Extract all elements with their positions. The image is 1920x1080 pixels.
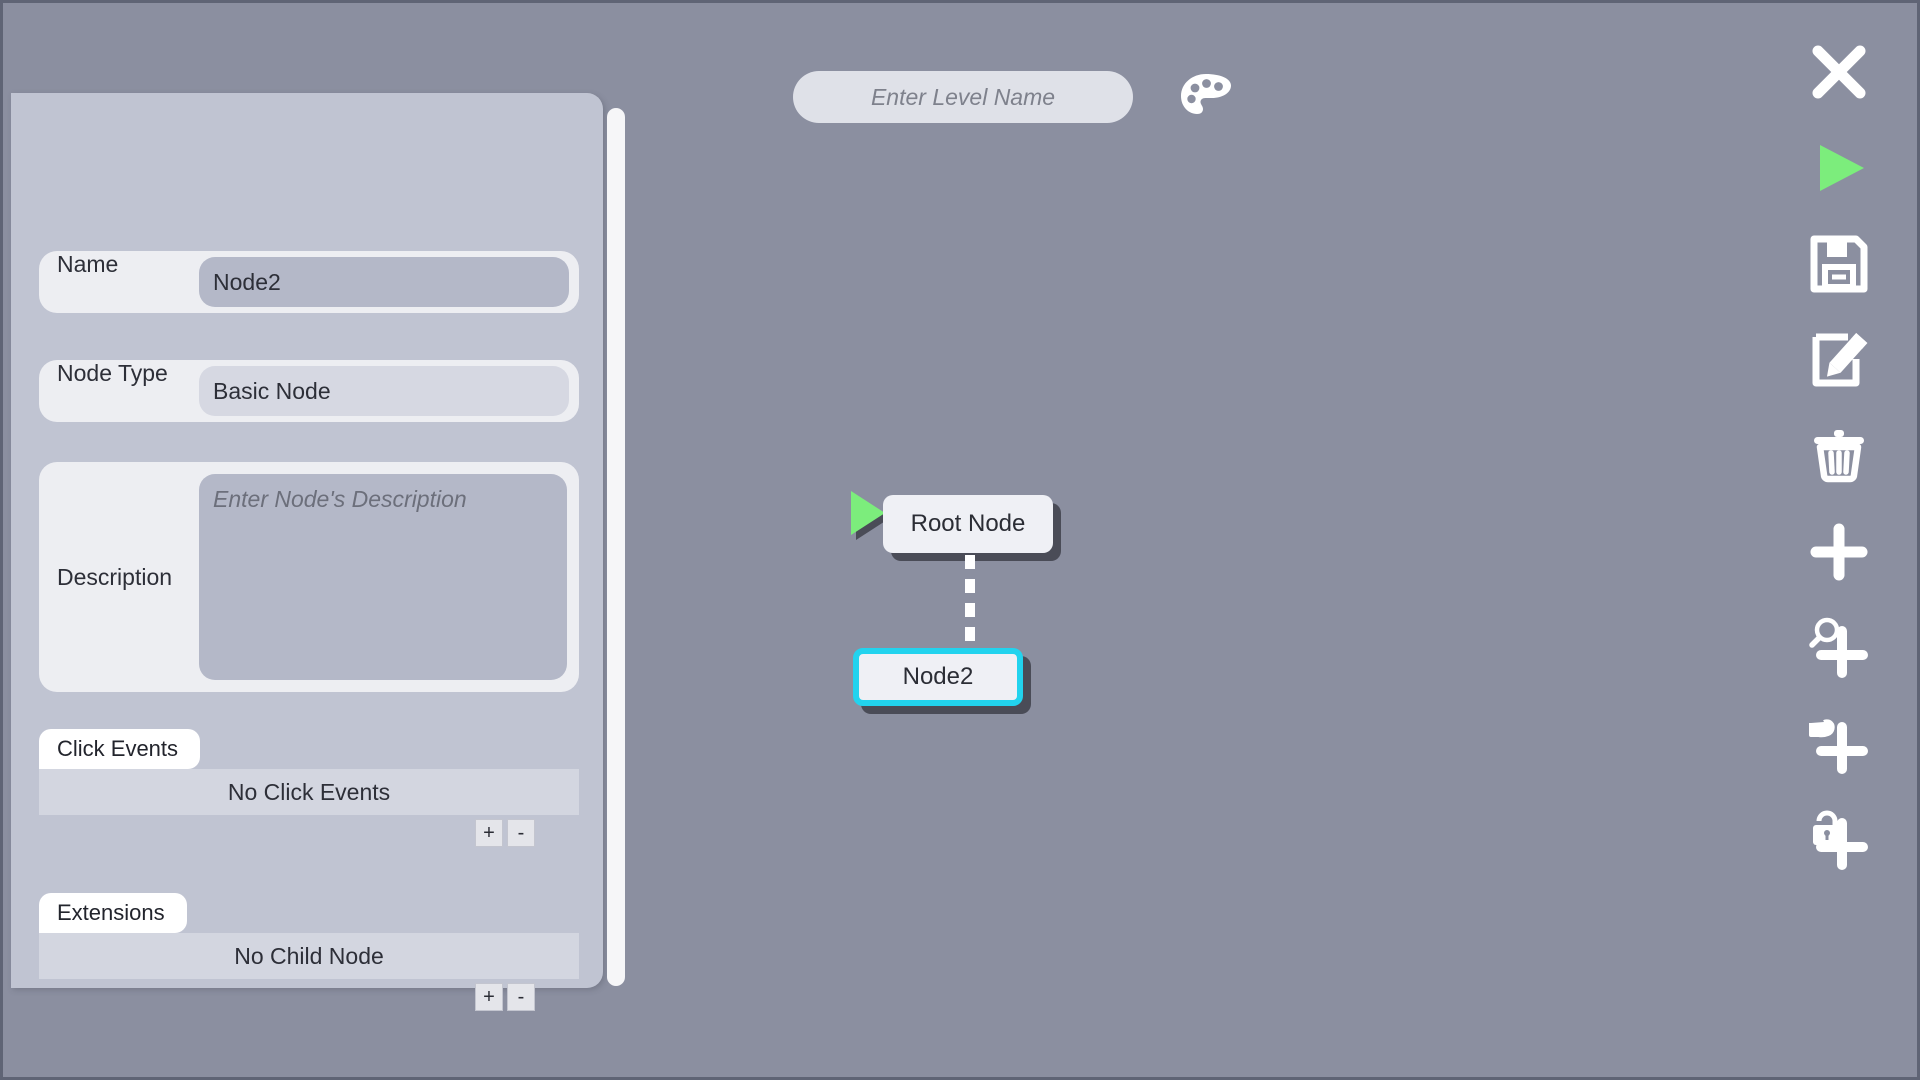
palette-icon	[1181, 74, 1231, 114]
close-button[interactable]	[1789, 33, 1889, 111]
play-button[interactable]	[1789, 129, 1889, 207]
extensions-empty-text: No Child Node	[39, 933, 579, 979]
edit-icon	[1812, 332, 1868, 387]
section-tab-extensions: Extensions	[39, 893, 187, 933]
magnifier-plus-icon	[1809, 617, 1868, 678]
graph-node-link	[965, 555, 975, 651]
field-row-name: Name Node2	[39, 251, 579, 313]
save-icon	[1810, 235, 1868, 293]
lock-plus-icon	[1813, 810, 1868, 870]
click-events-controls: + -	[39, 815, 579, 847]
field-label-name: Name	[57, 251, 119, 277]
section-click-events: Click Events No Click Events + -	[39, 729, 579, 847]
graph-node-root[interactable]: Root Node	[883, 495, 1053, 553]
edit-button[interactable]	[1789, 321, 1889, 399]
hand-plus-icon	[1809, 719, 1868, 774]
click-events-empty-text: No Click Events	[39, 769, 579, 815]
field-input-name[interactable]: Node2	[199, 257, 569, 307]
field-label-node-type: Node Type	[57, 360, 168, 386]
close-icon	[1812, 45, 1866, 99]
level-name-input[interactable]	[793, 71, 1133, 123]
node-graph-canvas[interactable]: Root Node Node2	[833, 473, 1093, 753]
extensions-controls: + -	[39, 979, 579, 1011]
add-lock-node-button[interactable]	[1789, 801, 1889, 879]
palette-button[interactable]	[1175, 66, 1237, 128]
right-toolbar	[1769, 33, 1909, 879]
section-tab-click-events: Click Events	[39, 729, 201, 769]
trash-icon	[1814, 430, 1864, 483]
field-label-description: Description	[57, 563, 173, 590]
top-bar	[3, 3, 1917, 153]
add-extension-button[interactable]: +	[475, 983, 503, 1011]
field-row-description: Description Enter Node's Description	[39, 462, 579, 692]
remove-extension-button[interactable]: -	[507, 983, 535, 1011]
remove-click-event-button[interactable]: -	[507, 819, 535, 847]
field-input-description[interactable]: Enter Node's Description	[199, 474, 567, 680]
add-node-button[interactable]	[1789, 513, 1889, 591]
inspector-scrollbar[interactable]	[607, 108, 625, 986]
play-icon	[1820, 145, 1864, 191]
save-button[interactable]	[1789, 225, 1889, 303]
graph-node-node2[interactable]: Node2	[853, 648, 1023, 706]
section-extensions: Extensions No Child Node + -	[39, 893, 579, 1011]
field-row-node-type: Node Type Basic Node	[39, 360, 579, 422]
inspector-panel: Name Node2 Node Type Basic Node Descript…	[11, 93, 603, 1011]
root-play-marker-icon	[851, 491, 885, 535]
add-click-event-button[interactable]: +	[475, 819, 503, 847]
add-grab-node-button[interactable]	[1789, 705, 1889, 783]
field-input-node-type[interactable]: Basic Node	[199, 366, 569, 416]
add-inspect-node-button[interactable]	[1789, 609, 1889, 687]
plus-icon	[1810, 523, 1868, 581]
delete-button[interactable]	[1789, 417, 1889, 495]
